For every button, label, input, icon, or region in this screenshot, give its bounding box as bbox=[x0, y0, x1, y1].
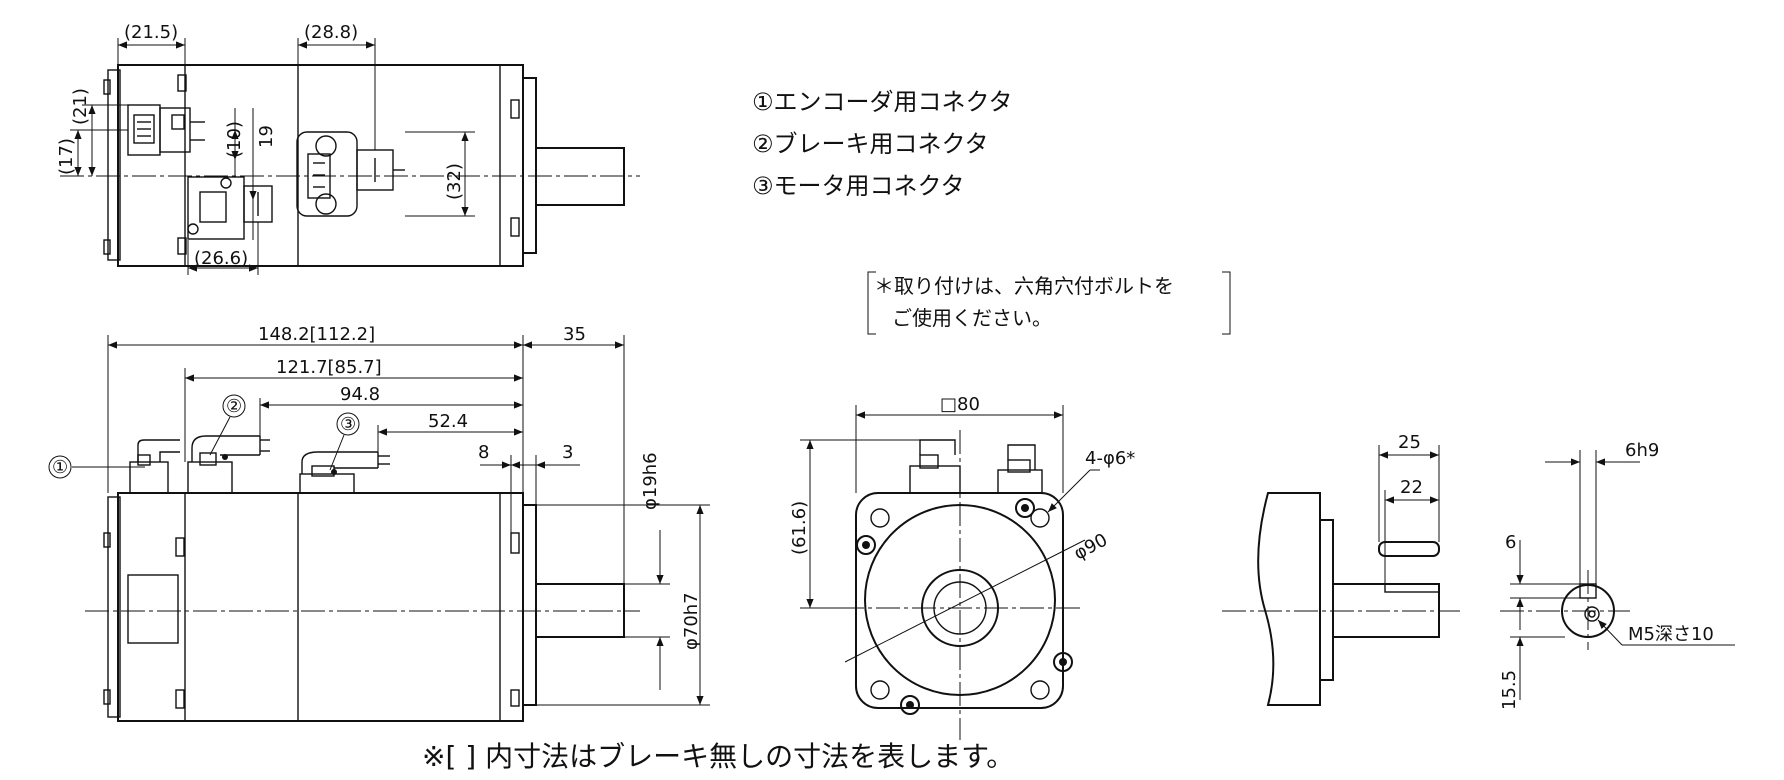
legend-encoder-connector: ①エンコーダ用コネクタ bbox=[752, 88, 1013, 116]
dim-61-6: (61.6) bbox=[789, 501, 810, 555]
front-view: □80 (61.6) 4-φ6* φ90 bbox=[789, 394, 1135, 740]
dim-pcd-90: φ90 bbox=[1070, 530, 1111, 565]
top-view: (21.5) (28.8) (21) (17) (10) 19 (32) (26… bbox=[56, 22, 640, 275]
dim-32: (32) bbox=[444, 163, 465, 200]
shaft-end-view: 6h9 6 15.5 M5深さ10 bbox=[1499, 440, 1735, 710]
legend-motor-connector: ③モータ用コネクタ bbox=[752, 172, 965, 200]
dim-tap: M5深さ10 bbox=[1628, 624, 1714, 645]
dim-square-80: □80 bbox=[940, 394, 980, 415]
dim-to-connector-2: 94.8 bbox=[340, 384, 380, 405]
dim-to-brake-connector: 121.7[85.7] bbox=[276, 357, 382, 378]
dim-17: (17) bbox=[56, 138, 77, 175]
dim-10: (10) bbox=[224, 121, 245, 158]
dim-6: 6 bbox=[1505, 532, 1516, 553]
dim-19: 19 bbox=[256, 125, 277, 148]
dim-22: 22 bbox=[1400, 477, 1423, 498]
dim-pilot-diameter: φ70h7 bbox=[681, 592, 702, 650]
mounting-note-line1: ＊取り付けは、六角穴付ボルトを bbox=[874, 274, 1174, 298]
dim-3: 3 bbox=[562, 442, 573, 463]
dim-to-connector-3: 52.4 bbox=[428, 411, 468, 432]
dim-key-width: 6h9 bbox=[1625, 440, 1659, 461]
dim-15-5: 15.5 bbox=[1499, 670, 1520, 710]
footer-note: ※[ ] 内寸法はブレーキ無しの寸法を表します。 bbox=[422, 740, 1014, 773]
dim-shaft-length: 35 bbox=[563, 324, 586, 345]
dim-holes: 4-φ6* bbox=[1085, 448, 1135, 469]
dim-28-8: (28.8) bbox=[304, 22, 358, 43]
dim-shaft-diameter: φ19h6 bbox=[640, 452, 661, 510]
callout-1: ① bbox=[52, 457, 68, 478]
dim-26-6: (26.6) bbox=[194, 248, 248, 269]
dim-21-5: (21.5) bbox=[124, 22, 178, 43]
shaft-detail-view: 25 22 bbox=[1222, 432, 1460, 706]
dim-25: 25 bbox=[1398, 432, 1421, 453]
side-view: ① ② ③ 148.2[112.2] 35 121.7[85.7] bbox=[48, 324, 710, 722]
dim-8: 8 bbox=[478, 442, 489, 463]
mounting-note-line2: ご使用ください。 bbox=[892, 306, 1052, 330]
legend-brake-connector: ②ブレーキ用コネクタ bbox=[752, 130, 989, 158]
dim-21: (21) bbox=[70, 88, 91, 125]
dim-overall-length: 148.2[112.2] bbox=[258, 324, 375, 345]
callout-3: ③ bbox=[340, 414, 356, 435]
callout-2: ② bbox=[226, 396, 242, 417]
mounting-note: ＊取り付けは、六角穴付ボルトを ご使用ください。 bbox=[867, 271, 1231, 335]
